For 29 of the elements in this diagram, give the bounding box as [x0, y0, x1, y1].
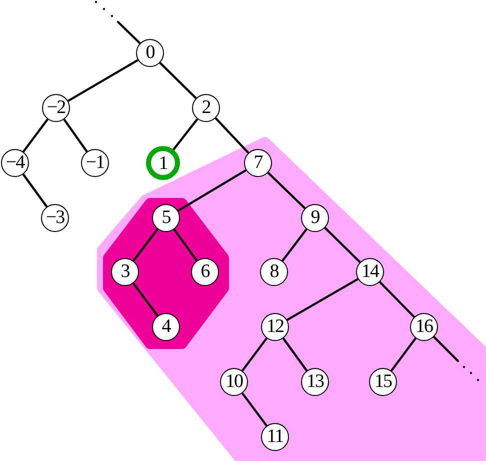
- tree-edge: [22, 174, 48, 208]
- tree-edge: [379, 281, 415, 318]
- tree-edge: [324, 227, 361, 263]
- tree-node: −3: [41, 204, 69, 232]
- tree-edge: [214, 117, 250, 154]
- tree-edge: [282, 338, 308, 372]
- tree-edge: [286, 278, 358, 321]
- tree-edge: [22, 118, 49, 152]
- tree-edge: [267, 172, 306, 210]
- tree-edge: [241, 338, 268, 372]
- tree-edge: [241, 392, 268, 426]
- tree-edge: [63, 118, 88, 152]
- tree-node: −2: [42, 94, 70, 122]
- tree-edge: [390, 338, 417, 372]
- tree-node: −1: [81, 149, 109, 177]
- tree-edge: [173, 228, 198, 262]
- tree-edge: [282, 228, 308, 262]
- tree-edge: [132, 228, 158, 262]
- tree-edge: [132, 282, 159, 316]
- tree-node: −4: [1, 149, 29, 177]
- tree-edge: [94, 0, 142, 44]
- tree-edge: [159, 62, 197, 99]
- tree-node: 1: [149, 149, 177, 177]
- tree-node: 2: [192, 94, 220, 122]
- tree-node: 0: [136, 39, 164, 67]
- tree-edge: [170, 118, 198, 153]
- tree-edge: [177, 169, 247, 212]
- tree-edge: [68, 59, 138, 102]
- tree-edge: [432, 336, 480, 382]
